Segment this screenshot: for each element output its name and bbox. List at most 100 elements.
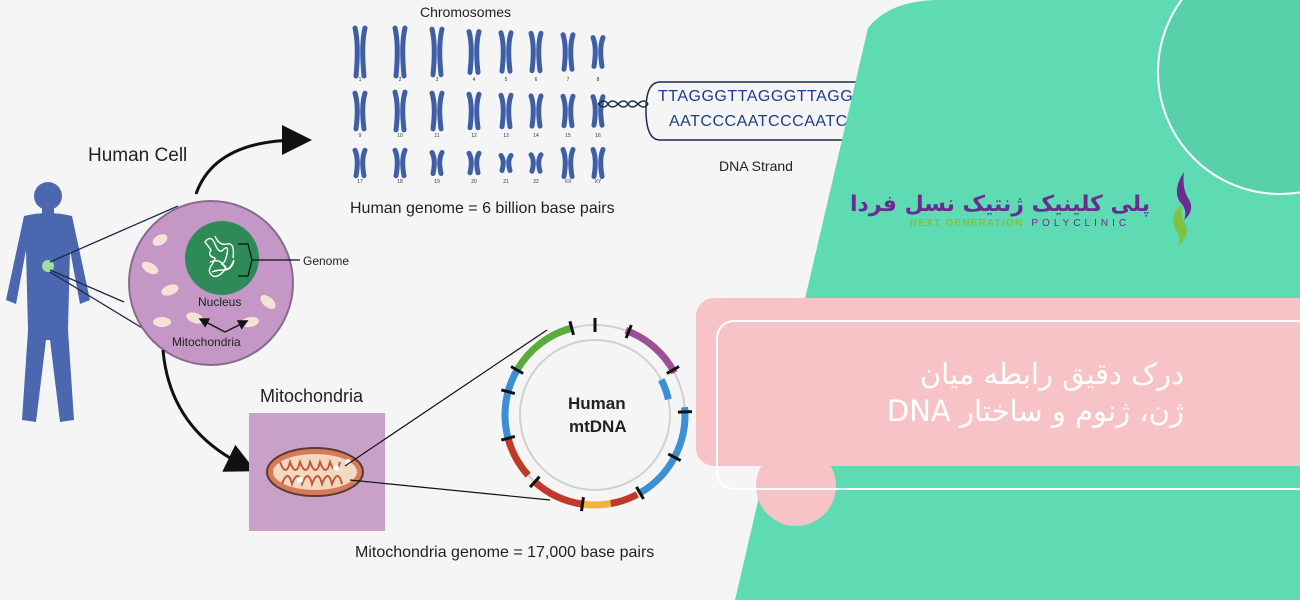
chromosome-7: 7 [560,32,576,83]
chromosome-shape [392,89,408,133]
mtdna-tick [580,496,585,512]
cell-location-dot [42,260,54,272]
chromosome-8: 8 [590,35,606,83]
chromosome-number-label: 13 [503,133,509,139]
chromosome-2: 2 [392,25,408,83]
chromosome-21: 21 [498,153,514,185]
chromosome-number-label: 21 [503,179,509,185]
nucleus-label: Nucleus [198,295,242,309]
chromosome-shape [429,90,445,132]
mtdna-segment [624,327,678,375]
mtdna-tick [666,365,680,375]
chromosome-shape [498,92,514,130]
chromosome-shape [528,152,544,174]
chromosome-number-label: 6 [535,77,538,83]
chromosome-shape [352,90,368,132]
chromosome-number-label: 20 [471,179,477,185]
chromosome-22: 22 [528,152,544,185]
mtdna-tick [568,320,575,336]
chromosome-14: 14 [528,93,544,139]
mtdna-segment [514,324,573,372]
chromosome-shape [466,150,482,176]
chromosome-shape [429,26,445,78]
chromosome-5: 5 [498,30,514,83]
mtdna-segment [501,368,521,440]
chromosome-10: 10 [392,89,408,139]
mitochondria-cell-label: Mitochondria [172,335,241,349]
chromosome-shape [498,153,514,173]
dna-sequence-bottom: AATCCCAATCCCAATCC [669,113,860,130]
logo-persian-name: پلی کلینیک ژنتیک نسل فردا [850,192,1150,217]
chromosome-3: 3 [429,26,445,83]
chromosome-11: 11 [429,90,445,139]
chromosome-number-label: XX [565,179,572,185]
chromosome-1: 1 [352,25,368,83]
chromosome-number-label: 11 [434,133,439,139]
chromosome-12: 12 [466,91,482,139]
chromosome-number-label: 10 [397,133,403,139]
chromosome-number-label: 2 [399,77,402,83]
chromosome-shape [560,32,576,72]
mtdna-tick [510,365,524,375]
chromosome-number-label: 7 [567,77,570,83]
chromosome-number-label: 18 [397,179,403,185]
chromosome-number-label: 5 [505,77,508,83]
chromosome-shape [352,25,368,79]
chromosome-number-label: 3 [436,77,439,83]
chromosome-13: 13 [498,92,514,139]
chromosome-number-label: 17 [357,179,363,185]
human-cell-label: Human Cell [88,145,188,166]
mtdna-tick [528,475,541,489]
mtdna-ring [500,318,692,512]
mtdna-label-line1: Human [568,394,626,413]
chromosome-number-label: 15 [565,133,571,139]
mtdna-segment [532,479,584,508]
chromosome-20: 20 [466,150,482,185]
clinic-logo: پلی کلینیک ژنتیک نسل فردا NEXT GENERATIO… [850,192,1150,229]
logo-english-light: POLYCLINIC [1031,218,1131,229]
mtdna-tick [624,324,633,339]
chromosome-shape [590,35,606,69]
chromosome-9: 9 [352,90,368,139]
banner-title-line2: ژن، ژنوم و ساختار DNA [886,394,1184,428]
banner-title: درک دقیق رابطه میان ژن، ژنوم و ساختار DN… [712,356,1184,430]
chromosome-shape [466,29,482,75]
chromosome-xx: XX [560,147,576,185]
mtdna-tick [635,486,645,500]
pink-banner [696,298,1300,466]
logo-emblem-icon [1173,172,1192,246]
chromosome-shape [590,94,606,128]
chromosome-number-label: 16 [595,133,601,139]
chromosome-number-label: 19 [434,179,440,185]
mito-genome-text: Mitochondria genome = 17,000 base pairs [355,544,655,561]
dna-strand-label: DNA Strand [719,158,793,174]
chromosome-number-label: 1 [359,77,362,83]
human-genome-text: Human genome = 6 billion base pairs [350,200,615,217]
banner-outline [716,320,1300,490]
chromosome-shape [590,147,606,179]
chromosome-15: 15 [560,93,576,139]
logo-english-name: NEXT GENERATION POLYCLINIC [910,218,1150,229]
chromosome-number-label: 8 [597,77,600,83]
chromosome-17: 17 [352,147,368,185]
human-body-figure [6,182,90,422]
chromosome-xy: XY [590,147,606,185]
chromosome-number-label: 14 [533,133,539,139]
mtdna-tick [667,452,682,462]
human-cell [128,200,294,366]
banner-title-line1: درک دقیق رابطه میان [919,357,1184,391]
mtdna-segment [504,437,531,478]
mitochondrion-organelle [266,447,364,497]
logo-english-bold: NEXT GENERATION [910,218,1024,229]
chromosome-shape [560,93,576,129]
chromosomes-title: Chromosomes [420,4,512,20]
mitochondria-box-label: Mitochondria [260,386,364,406]
chromosome-shape [498,30,514,74]
chromosome-shape [528,30,544,74]
chromosome-shape [466,91,482,131]
chromosome-4: 4 [466,29,482,83]
chromosome-shape [528,93,544,129]
chromosome-shape [392,147,408,179]
